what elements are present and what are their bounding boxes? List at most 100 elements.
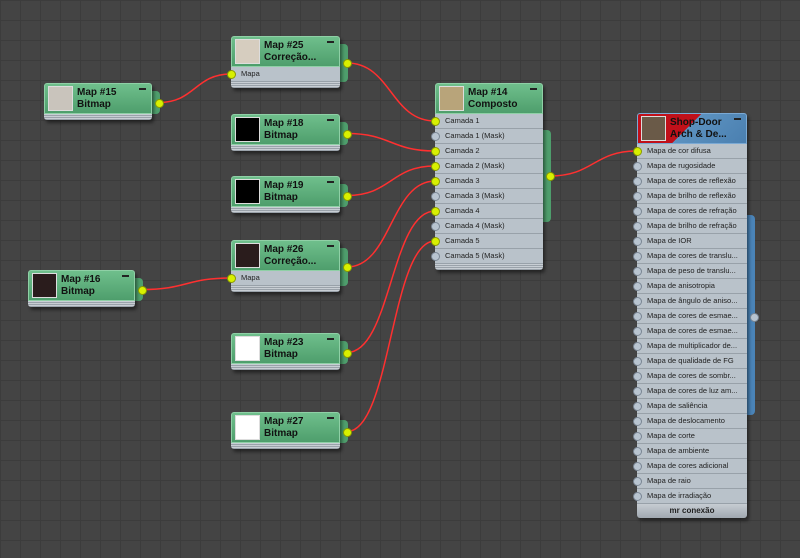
input-socket[interactable] [633, 492, 642, 501]
resize-grip[interactable] [231, 286, 340, 292]
input-socket[interactable] [633, 357, 642, 366]
input-socket[interactable] [633, 147, 642, 156]
resize-grip[interactable] [28, 301, 135, 307]
input-slot[interactable]: Mapa de cores de esmae... [637, 309, 747, 324]
node-header[interactable]: Shop-Door Arch & De... [637, 113, 747, 144]
node-header[interactable]: Map #16 Bitmap [28, 270, 135, 301]
input-slot[interactable]: Camada 5 (Mask) [435, 249, 543, 264]
wire-m27-m14[interactable] [346, 240, 436, 433]
input-slot[interactable]: Mapa [231, 67, 340, 82]
input-slot[interactable]: Mapa de irradiação [637, 489, 747, 504]
input-slot[interactable]: Mapa de IOR [637, 234, 747, 249]
input-socket[interactable] [633, 312, 642, 321]
input-socket[interactable] [633, 222, 642, 231]
wire-m14-mat[interactable] [549, 150, 638, 177]
input-slot[interactable]: Mapa de cores de translu... [637, 249, 747, 264]
node-m25[interactable]: Map #25 Correção...Mapa [231, 36, 340, 88]
input-socket[interactable] [431, 207, 440, 216]
input-socket[interactable] [633, 417, 642, 426]
input-slot[interactable]: Camada 2 (Mask) [435, 159, 543, 174]
collapse-icon[interactable] [327, 245, 334, 247]
wire-m16-m26[interactable] [141, 277, 232, 291]
collapse-icon[interactable] [139, 88, 146, 90]
input-slot[interactable]: Mapa de multiplicador de... [637, 339, 747, 354]
collapse-icon[interactable] [122, 275, 129, 277]
collapse-icon[interactable] [327, 119, 334, 121]
node-header[interactable]: Map #23 Bitmap [231, 333, 340, 364]
input-socket[interactable] [431, 252, 440, 261]
input-slot[interactable]: Camada 5 [435, 234, 543, 249]
wire-m23-m14[interactable] [346, 210, 436, 354]
input-slot[interactable]: Mapa de anisotropia [637, 279, 747, 294]
resize-grip[interactable] [231, 364, 340, 370]
input-socket[interactable] [633, 372, 642, 381]
input-slot[interactable]: Mapa de peso de translu... [637, 264, 747, 279]
input-socket[interactable] [431, 192, 440, 201]
input-socket[interactable] [431, 147, 440, 156]
output-socket[interactable] [750, 313, 759, 322]
input-slot[interactable]: Camada 2 [435, 144, 543, 159]
input-slot[interactable]: Camada 4 [435, 204, 543, 219]
wire-m26-m14[interactable] [346, 180, 436, 268]
node-header[interactable]: Map #27 Bitmap [231, 412, 340, 443]
node-header[interactable]: Map #18 Bitmap [231, 114, 340, 145]
input-socket[interactable] [431, 177, 440, 186]
output-socket[interactable] [343, 427, 352, 437]
input-socket[interactable] [227, 274, 236, 283]
input-socket[interactable] [431, 222, 440, 231]
input-socket[interactable] [633, 237, 642, 246]
collapse-icon[interactable] [327, 417, 334, 419]
input-socket[interactable] [633, 252, 642, 261]
input-slot[interactable]: Mapa de cores adicional [637, 459, 747, 474]
input-socket[interactable] [633, 447, 642, 456]
input-slot[interactable]: Mapa de qualidade de FG [637, 354, 747, 369]
input-slot[interactable]: Mapa de ângulo de aniso... [637, 294, 747, 309]
resize-grip[interactable] [231, 207, 340, 213]
input-slot[interactable]: Camada 3 [435, 174, 543, 189]
input-socket[interactable] [431, 117, 440, 126]
input-socket[interactable] [633, 207, 642, 216]
input-slot[interactable]: Mapa de raio [637, 474, 747, 489]
input-socket[interactable] [633, 297, 642, 306]
node-m19[interactable]: Map #19 Bitmap [231, 176, 340, 213]
node-header[interactable]: Map #19 Bitmap [231, 176, 340, 207]
input-socket[interactable] [633, 177, 642, 186]
input-slot[interactable]: Mapa de brilho de refração [637, 219, 747, 234]
wire-m18-m14[interactable] [346, 132, 436, 152]
input-socket[interactable] [633, 402, 642, 411]
input-socket[interactable] [633, 282, 642, 291]
input-socket[interactable] [633, 267, 642, 276]
input-slot[interactable]: Mapa de cores de esmae... [637, 324, 747, 339]
collapse-icon[interactable] [327, 338, 334, 340]
input-slot[interactable]: Camada 3 (Mask) [435, 189, 543, 204]
input-socket[interactable] [633, 342, 642, 351]
input-slot[interactable]: Camada 4 (Mask) [435, 219, 543, 234]
input-slot[interactable]: Mapa de cores de reflexão [637, 174, 747, 189]
node-header[interactable]: Map #26 Correção... [231, 240, 340, 271]
output-socket[interactable] [343, 348, 352, 358]
input-socket[interactable] [633, 192, 642, 201]
input-socket[interactable] [633, 387, 642, 396]
wire-m15-m25[interactable] [158, 73, 232, 104]
input-slot[interactable]: Mapa de ambiente [637, 444, 747, 459]
input-slot[interactable]: Mapa de rugosidade [637, 159, 747, 174]
resize-grip[interactable] [231, 82, 340, 88]
input-slot[interactable]: Mapa de cores de luz am... [637, 384, 747, 399]
collapse-icon[interactable] [327, 41, 334, 43]
input-socket[interactable] [431, 162, 440, 171]
node-header[interactable]: Map #15 Bitmap [44, 83, 152, 114]
input-socket[interactable] [633, 162, 642, 171]
input-slot[interactable]: Camada 1 [435, 114, 543, 129]
input-socket[interactable] [633, 462, 642, 471]
wire-m25-m14[interactable] [346, 62, 436, 122]
input-slot[interactable]: Mapa de cor difusa [637, 144, 747, 159]
collapse-icon[interactable] [734, 118, 741, 120]
input-socket[interactable] [633, 477, 642, 486]
input-socket[interactable] [431, 237, 440, 246]
output-socket[interactable] [155, 98, 164, 108]
input-slot[interactable]: Mapa [231, 271, 340, 286]
input-slot[interactable]: Mapa de deslocamento [637, 414, 747, 429]
node-header[interactable]: Map #14 Composto [435, 83, 543, 114]
node-m26[interactable]: Map #26 Correção...Mapa [231, 240, 340, 292]
